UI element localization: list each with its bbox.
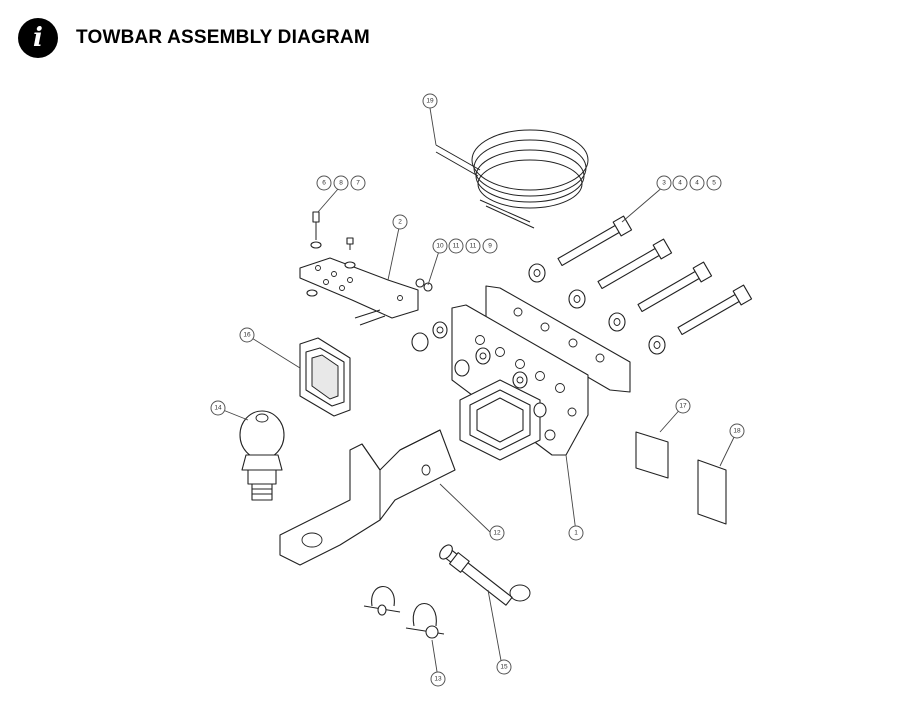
callout-9: 9 (482, 238, 498, 254)
svg-text:4: 4 (678, 180, 682, 187)
callout-15: 15 (496, 659, 512, 675)
receiver-frame (451, 285, 631, 461)
mounting-bracket-plate (299, 211, 433, 326)
svg-text:19: 19 (426, 98, 434, 105)
callout-6: 6 (316, 175, 332, 191)
svg-text:11: 11 (470, 243, 477, 250)
svg-text:15: 15 (500, 664, 508, 671)
frame-nuts (411, 321, 528, 389)
callout-2: 2 (392, 214, 408, 230)
svg-text:4: 4 (695, 180, 699, 187)
flat-washers (528, 263, 666, 355)
callout-3: 3 (656, 175, 672, 191)
sticker-labels (635, 431, 727, 525)
page-title: TOWBAR ASSEMBLY DIAGRAM (76, 27, 370, 48)
info-icon: i (18, 18, 58, 58)
callout-17: 17 (675, 398, 691, 414)
callout-12: 12 (489, 525, 505, 541)
callout-11a: 11 (448, 238, 464, 254)
svg-text:16: 16 (243, 332, 251, 339)
callout-14: 14 (210, 400, 226, 416)
svg-text:6: 6 (322, 180, 326, 187)
svg-text:9: 9 (488, 243, 492, 250)
callout-4a: 4 (672, 175, 688, 191)
leader-lines (217, 107, 738, 679)
callout-1: 1 (568, 525, 584, 541)
hitch-cover (299, 337, 351, 417)
callout-7: 7 (350, 175, 366, 191)
callout-11b: 11 (465, 238, 481, 254)
callout-8: 8 (333, 175, 349, 191)
tow-ball (239, 410, 285, 501)
svg-text:8: 8 (339, 180, 343, 187)
svg-text:2: 2 (398, 219, 402, 226)
svg-text:10: 10 (436, 243, 444, 250)
ball-mount (279, 429, 456, 566)
callout-19: 19 (422, 93, 438, 109)
wiring-harness-coil (435, 129, 589, 229)
svg-text:18: 18 (733, 428, 741, 435)
svg-text:12: 12 (493, 530, 501, 537)
callout-13: 13 (430, 671, 446, 687)
svg-text:17: 17 (679, 403, 687, 410)
callout-18: 18 (729, 423, 745, 439)
d-shackles (363, 585, 445, 639)
svg-text:11: 11 (453, 243, 460, 250)
svg-text:7: 7 (356, 180, 360, 187)
svg-text:1: 1 (574, 530, 578, 537)
callout-5: 5 (706, 175, 722, 191)
callout-16: 16 (239, 327, 255, 343)
svg-text:13: 13 (434, 676, 442, 683)
callout-10: 10 (432, 238, 448, 254)
callout-4b: 4 (689, 175, 705, 191)
hitch-pin (439, 544, 531, 606)
svg-text:3: 3 (662, 180, 666, 187)
header: i TOWBAR ASSEMBLY DIAGRAM (18, 18, 370, 58)
svg-text:14: 14 (214, 405, 222, 412)
svg-text:5: 5 (712, 180, 716, 187)
mounting-bolts (557, 215, 753, 336)
